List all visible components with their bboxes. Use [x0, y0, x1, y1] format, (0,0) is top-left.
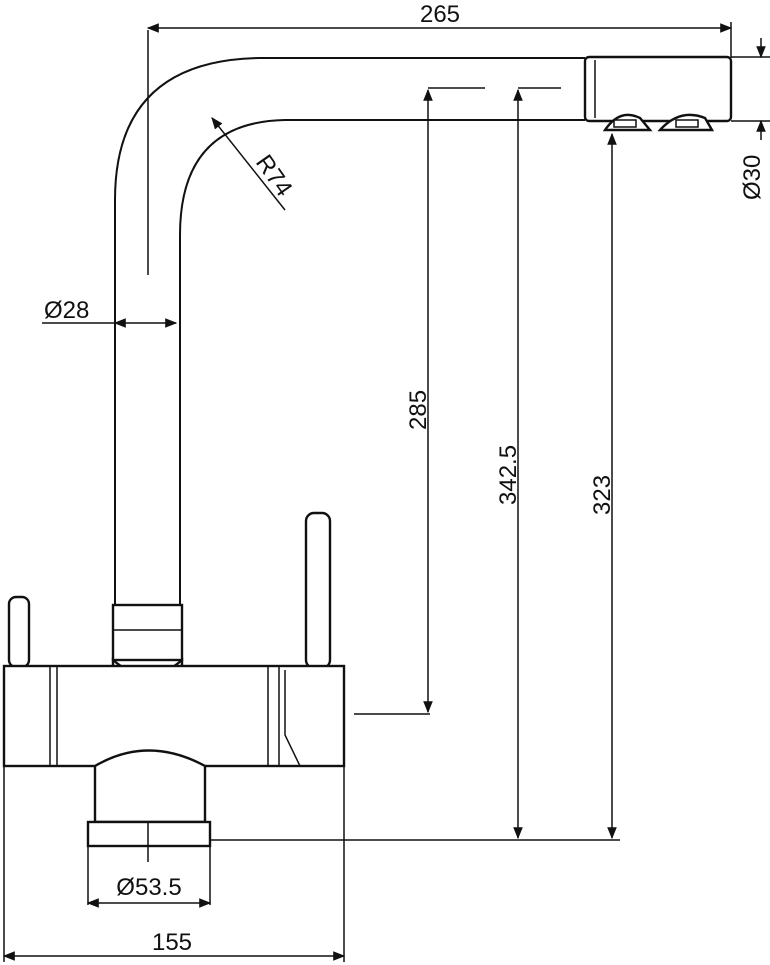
- right-lever: [304, 511, 332, 670]
- dim-total-reach-label: 265: [420, 1, 460, 28]
- base-mount: [86, 749, 212, 848]
- faucet-body: [2, 664, 346, 768]
- dim-outlet-diameter: Ø30: [731, 38, 770, 200]
- dim-body-width-label: 155: [152, 929, 192, 956]
- dim-height-outlet-label: 323: [589, 475, 616, 515]
- dim-outlet-diameter-label: Ø30: [739, 155, 766, 200]
- dim-spout-diameter-label: Ø28: [44, 297, 89, 324]
- spout-outlet-head: [583, 55, 733, 132]
- dim-bend-radius: R74: [211, 117, 297, 211]
- dim-height-spout: 285: [354, 87, 485, 715]
- spout: [114, 57, 585, 605]
- dim-base-diameter: Ø53.5: [86, 822, 212, 908]
- dim-height-outlet: 323: [589, 132, 617, 840]
- dim-height-spout-label: 285: [405, 390, 432, 430]
- dim-spout-diameter: Ø28: [42, 297, 178, 328]
- dim-body-width: 155: [2, 766, 346, 962]
- spout-collar: [111, 603, 184, 677]
- dim-base-diameter-label: Ø53.5: [116, 874, 181, 901]
- dim-total-height: 342.5: [495, 87, 561, 840]
- dim-total-height-label: 342.5: [495, 445, 522, 505]
- left-lever: [7, 595, 31, 669]
- dim-total-reach: 265: [146, 1, 733, 275]
